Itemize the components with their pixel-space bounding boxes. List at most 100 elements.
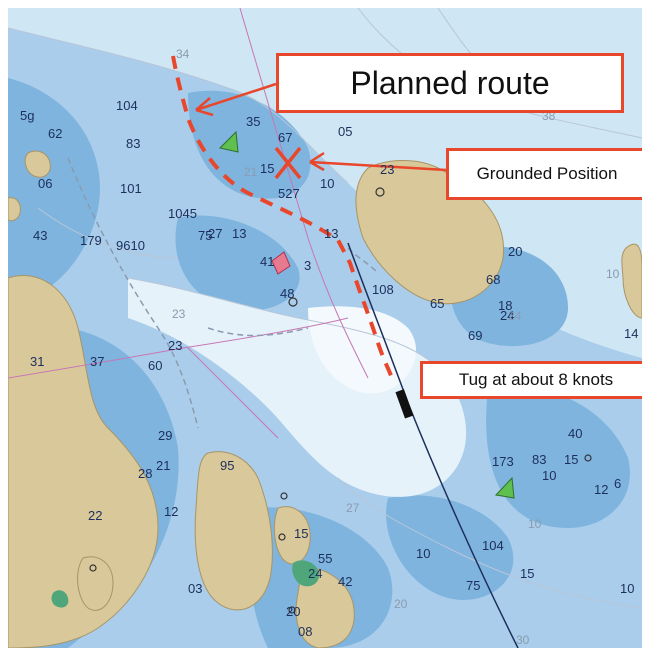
depth-sounding: 527 — [278, 186, 300, 201]
depth-sounding: 20 — [286, 604, 300, 619]
depth-sounding: 62 — [48, 126, 62, 141]
depth-sounding: 24 — [500, 308, 514, 323]
depth-sounding: 15 — [294, 526, 308, 541]
depth-sounding: 6 — [614, 476, 621, 491]
grounded-x-icon[interactable] — [274, 146, 302, 180]
depth-sounding: 10 — [542, 468, 556, 483]
depth-sounding: 03 — [188, 581, 202, 596]
contour-label: 27 — [346, 501, 360, 515]
depth-sounding: 95 — [220, 458, 234, 473]
depth-sounding: 10 — [620, 581, 634, 596]
contour-label: 10 — [528, 517, 542, 531]
arrow-grounded-head — [309, 151, 325, 172]
depth-sounding: 35 — [246, 114, 260, 129]
beacon-green-icon — [494, 476, 515, 499]
depth-sounding: 43 — [33, 228, 47, 243]
depth-sounding: 179 — [80, 233, 102, 248]
depth-sounding: 3 — [304, 258, 311, 273]
depth-sounding: 27 — [208, 226, 222, 241]
depth-sounding: 18 — [498, 298, 512, 313]
depth-sounding: 5g — [20, 108, 34, 123]
shallow-channel — [128, 278, 467, 497]
tug-vessel-icon[interactable] — [395, 389, 414, 419]
island-south — [194, 451, 273, 611]
depth-sounding: 75 — [466, 578, 480, 593]
depth-sounding: 75 — [198, 228, 212, 243]
depth-sounding: 13 — [232, 226, 246, 241]
planned-route-line[interactable] — [171, 55, 394, 379]
grounded-position-label: Grounded Position — [476, 164, 618, 183]
chart-markers — [89, 187, 592, 614]
depth-sounding: 104 — [482, 538, 504, 553]
depth-sounding: 55 — [318, 551, 332, 566]
depth-sounding: 23 — [168, 338, 182, 353]
islet-southwest — [77, 556, 114, 611]
depth-sounding: 48 — [280, 286, 294, 301]
depth-sounding: 1045 — [168, 206, 197, 221]
contour-label: 24 — [508, 309, 522, 323]
tug-speed-callout: Tug at about 8 knots — [420, 361, 642, 399]
depth-sounding: 10 — [320, 176, 334, 191]
depth-sounding: 12 — [164, 504, 178, 519]
depth-sounding: 14 — [624, 326, 638, 341]
depth-sounding: 20 — [508, 244, 522, 259]
landmass-southwest — [8, 274, 159, 648]
contour-label: 10 — [606, 267, 620, 281]
depth-sounding: 15 — [260, 161, 274, 176]
depth-sounding: 104 — [116, 98, 138, 113]
contour-label: 20 — [394, 597, 408, 611]
depth-sounding: 15 — [564, 452, 578, 467]
tug-speed-label: Tug at about 8 knots — [458, 370, 614, 389]
contour-label: 34 — [176, 47, 190, 61]
depth-sounding: 40 — [568, 426, 582, 441]
depth-sounding: 41 — [260, 254, 274, 269]
depth-sounding: 173 — [492, 454, 514, 469]
planned-route-callout: Planned route — [276, 53, 624, 113]
depth-sounding: 60 — [148, 358, 162, 373]
depth-sounding: 28 — [138, 466, 152, 481]
depth-sounding: 29 — [158, 428, 172, 443]
depth-sounding: 21 — [156, 458, 170, 473]
contour-label: 21 — [244, 165, 258, 179]
vegetation-patch-west — [51, 590, 69, 608]
depth-sounding: 67 — [278, 130, 292, 145]
depth-sounding: 24 — [308, 566, 322, 581]
islet-small — [273, 506, 311, 565]
vegetation-patch — [292, 560, 320, 587]
depth-sounding: 05 — [338, 124, 352, 139]
deep-area-center — [175, 215, 300, 311]
depth-sounding: 37 — [90, 354, 104, 369]
depth-sounding: 12 — [594, 482, 608, 497]
depth-sounding: 22 — [88, 508, 102, 523]
depth-sounding: 13 — [324, 226, 338, 241]
contour-label: 30 — [516, 633, 530, 647]
depth-sounding: 9610 — [116, 238, 145, 253]
chart-magenta-lines — [8, 8, 369, 439]
beacon-red-icon — [271, 251, 291, 275]
callout-arrows — [195, 82, 447, 172]
grounded-position-callout: Grounded Position — [446, 148, 642, 200]
depth-sounding: 10 — [416, 546, 430, 561]
depth-sounding: 101 — [120, 181, 142, 196]
arrow-grounded — [309, 160, 447, 172]
depth-sounding: 23 — [380, 162, 394, 177]
depth-sounding: 31 — [30, 354, 44, 369]
depth-sounding: 108 — [372, 282, 394, 297]
depth-sounding: 68 — [486, 272, 500, 287]
depth-sounding: 69 — [468, 328, 482, 343]
arrow-planned-head — [195, 97, 214, 117]
depth-sounding: 83 — [126, 136, 140, 151]
depth-sounding: 15 — [520, 566, 534, 581]
land-east-edge — [621, 243, 642, 319]
depth-sounding: 42 — [338, 574, 352, 589]
depth-sounding: 06 — [38, 176, 52, 191]
contour-label: 23 — [172, 307, 186, 321]
depth-sounding: 08 — [298, 624, 312, 639]
deep-area-southeast — [486, 386, 630, 528]
beacon-green-icon — [219, 130, 239, 153]
depth-sounding: 65 — [430, 296, 444, 311]
depth-sounding: 83 — [532, 452, 546, 467]
